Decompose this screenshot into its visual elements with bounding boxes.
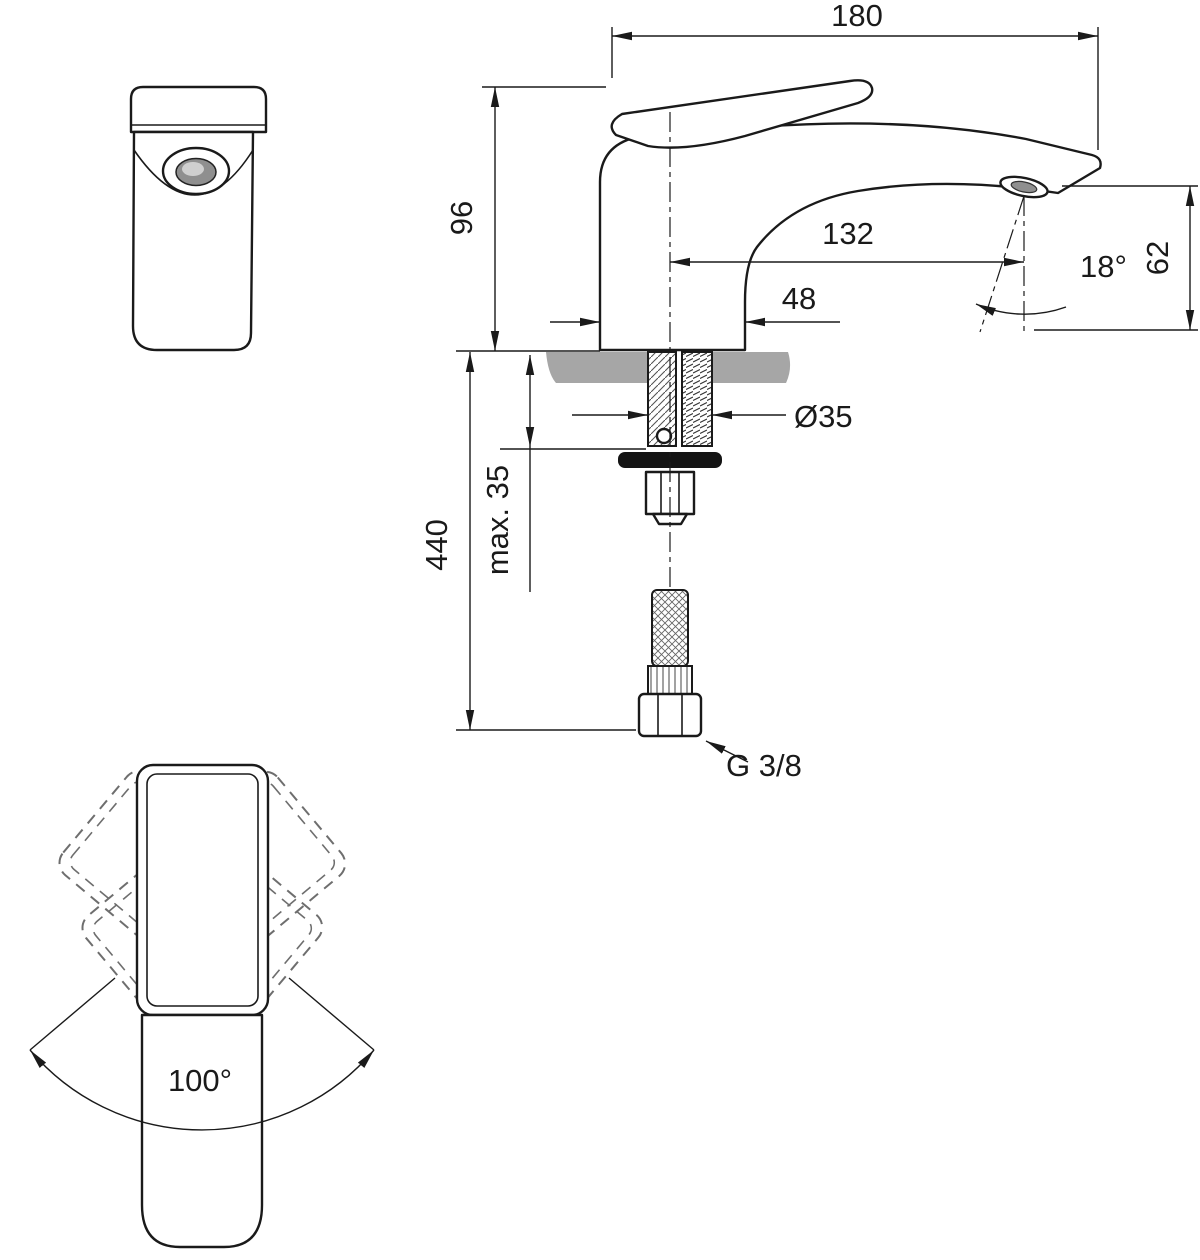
dim-label-132: 132 <box>822 216 874 251</box>
front-outlet-core <box>182 162 204 176</box>
dim-label-62: 62 <box>1140 241 1175 275</box>
front-view <box>129 85 268 352</box>
clamp-washer <box>618 452 722 468</box>
dim-label-18deg: 18° <box>1080 249 1127 284</box>
front-handle-cap <box>129 85 268 134</box>
deck-left <box>546 352 648 383</box>
flex-hose-braid <box>651 589 689 667</box>
swivel-leg-right <box>288 977 375 1051</box>
fixing-nut-collar <box>651 512 689 526</box>
dim-label-g38: G 3/8 <box>726 748 802 783</box>
hose-connection-nut <box>637 692 703 738</box>
installation-section <box>546 351 791 738</box>
shank-hose-bore <box>647 351 677 447</box>
handle-stem <box>140 1013 264 1249</box>
dim-label-48: 48 <box>782 281 816 316</box>
hose-ferrule <box>647 665 693 695</box>
handle-top-pad <box>135 763 270 1017</box>
threaded-shank <box>681 351 713 447</box>
swivel-leg-left <box>29 977 116 1051</box>
dim-label-d35: Ø35 <box>794 399 853 434</box>
dim-label-96: 96 <box>444 201 479 235</box>
hose-inlet-end <box>655 427 673 445</box>
faucet-lever-handle <box>610 79 874 149</box>
swivel-view: 100° <box>29 763 375 1249</box>
dim-label-180: 180 <box>831 0 883 33</box>
handle-top-pad-inner <box>146 773 259 1007</box>
deck-right <box>712 352 791 383</box>
angle-arc-18 <box>975 303 1067 316</box>
dim-label-max35: max. 35 <box>480 465 515 575</box>
swivel-arc-100 <box>29 1049 375 1131</box>
dim-label-440: 440 <box>419 519 454 571</box>
aerator-outlet-inner <box>1010 180 1038 194</box>
dimensions: 180 96 132 48 Ø35 max. 35 440 62 18 <box>419 0 1198 783</box>
side-view <box>598 79 1102 352</box>
dim-label-100deg: 100° <box>168 1063 232 1098</box>
front-body <box>131 130 255 352</box>
g38-leader-arrow <box>705 740 749 763</box>
